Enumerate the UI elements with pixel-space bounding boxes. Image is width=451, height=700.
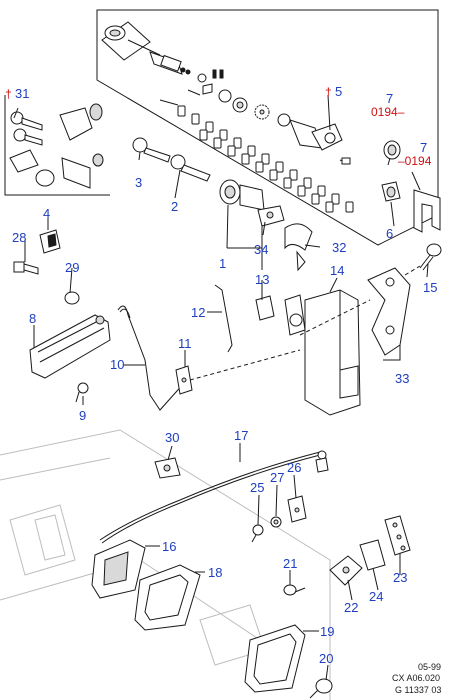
part-26-plate: [287, 495, 307, 523]
note-5-marker: †: [325, 85, 332, 99]
callout-labels: 1 2 3 4 5 6 7 7 8 9 10 11 12 13 14 15 16…: [12, 84, 437, 666]
note-31-marker: †: [5, 87, 12, 101]
part-10-control-rod: [117, 305, 186, 411]
callout-34: 34: [254, 242, 268, 257]
callout-17: 17: [234, 428, 248, 443]
part-25-screw: [251, 524, 264, 543]
callout-1: 1: [219, 256, 226, 271]
part-6-bushing: [381, 181, 401, 202]
callout-7a: 7: [386, 91, 393, 106]
callout-29: 29: [65, 260, 79, 275]
lock-star-washers: [254, 104, 291, 127]
lock-set-frame: [96, 9, 439, 246]
part-14-latch: [284, 289, 361, 416]
callout-2: 2: [171, 199, 178, 214]
part-8-exterior-handle: [29, 314, 111, 379]
part-17-release-cable: [99, 450, 329, 544]
callout-24: 24: [369, 589, 383, 604]
callout-31: 31: [15, 86, 29, 101]
assembly-dash-lines: [189, 265, 421, 381]
callout-9: 9: [79, 408, 86, 423]
callout-10: 10: [110, 357, 124, 372]
note-0194a: 0194–: [371, 105, 405, 119]
part-1-cylinder: [219, 179, 265, 211]
callout-28: 28: [12, 230, 26, 245]
part-13-clip: [255, 295, 275, 321]
part-16-handle: [91, 539, 146, 599]
red-notes: † † 0194– –0194: [5, 85, 432, 168]
part-7a-ring: [383, 140, 401, 160]
callout-5: 5: [335, 84, 342, 99]
callout-25: 25: [250, 480, 264, 495]
part-15-bolt: [419, 243, 442, 271]
part-4-grommet: [39, 229, 61, 254]
lock-cylinder-plug: [149, 51, 191, 75]
part-19-escutcheon: [244, 624, 306, 693]
callout-12: 12: [191, 305, 205, 320]
callout-27: 27: [270, 470, 284, 485]
callout-21: 21: [283, 556, 297, 571]
callout-13: 13: [255, 272, 269, 287]
callout-20: 20: [319, 651, 333, 666]
footer-code-2: G 11337 03: [395, 685, 441, 695]
callout-3: 3: [135, 175, 142, 190]
callout-15: 15: [423, 280, 437, 295]
part-29-cap: [64, 291, 80, 305]
key-set-parts: [9, 103, 104, 189]
note-0194b: –0194: [398, 154, 432, 168]
callout-8: 8: [29, 311, 36, 326]
callout-7b: 7: [420, 140, 427, 155]
part-24-striker: [359, 539, 386, 571]
callout-23: 23: [393, 570, 407, 585]
callout-22: 22: [344, 600, 358, 615]
footer-code-1: CX A06.020: [392, 673, 440, 683]
part-30-cable-clip: [154, 457, 181, 479]
part-21-screw: [283, 584, 306, 596]
part-2-key: [170, 154, 211, 182]
part-12-rod: [214, 284, 233, 353]
part-20-screw: [309, 678, 333, 699]
callout-16: 16: [162, 539, 176, 554]
part-28-bolt: [13, 261, 39, 275]
part-32-retainer: [284, 223, 313, 272]
lock-cylinder-housing: [101, 21, 161, 61]
lock-wafer-series: [177, 105, 354, 213]
callout-19: 19: [320, 624, 334, 639]
part-18-bezel: [134, 564, 201, 631]
callout-26: 26: [287, 460, 301, 475]
callout-33: 33: [395, 371, 409, 386]
part-9-screw: [75, 382, 89, 403]
part-23-plate: [384, 515, 411, 556]
part-22-catch: [329, 555, 363, 586]
key-set-frame: [4, 95, 110, 196]
callout-18: 18: [208, 565, 222, 580]
lock-small-parts-row1: [197, 69, 248, 113]
callout-6: 6: [386, 226, 393, 241]
callout-14: 14: [330, 263, 344, 278]
part-7b-bracket: [413, 189, 441, 233]
callout-30: 30: [165, 430, 179, 445]
part-3-key: [132, 137, 171, 163]
part-33-bracket: [367, 267, 411, 356]
part-11-clip: [175, 365, 193, 395]
leader-lines: [13, 94, 429, 681]
callout-32: 32: [332, 240, 346, 255]
callout-4: 4: [43, 206, 50, 221]
callout-11: 11: [178, 336, 192, 351]
part-27-washer: [270, 516, 282, 528]
lock-actuator-lever: [289, 119, 351, 165]
lock-spring: [159, 89, 201, 106]
part-34-clip: [257, 205, 285, 227]
footer: 05-99 CX A06.020 G 11337 03: [392, 662, 441, 695]
footer-date: 05-99: [418, 662, 441, 672]
